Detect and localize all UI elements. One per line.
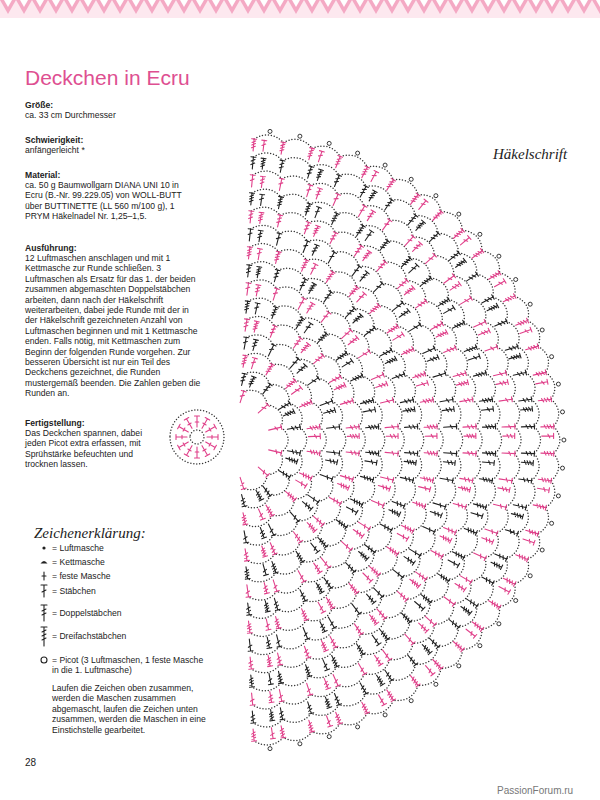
legend-text: = feste Masche [52, 571, 212, 581]
legend-text: = Dreifachstäbchen [52, 631, 212, 641]
section-body: ca. 33 cm Durchmesser [25, 110, 205, 120]
section-body: 12 Luftmaschen anschlagen und mit 1 Kett… [25, 253, 201, 399]
pink-stitches [176, 139, 554, 741]
treble-symbol [41, 605, 47, 621]
section-body: ca. 50 g Baumwollgarn DIANA UNI 10 in Ec… [25, 180, 193, 222]
section-heading: Fertigstellung: [25, 418, 155, 428]
legend-symbols [41, 546, 48, 663]
header-band [0, 0, 600, 18]
chain-loops [170, 135, 560, 745]
legend-text: = Picot (3 Luftmaschen, 1 feste Masche i… [52, 655, 212, 676]
section-heading: Material: [25, 170, 205, 180]
picot-symbol [41, 657, 47, 663]
double-treble-symbol [41, 627, 47, 646]
watermark: PassionForum.ru [497, 785, 573, 797]
chart-heading: Häkelschrift [493, 145, 567, 163]
picots [268, 129, 566, 750]
slip-stitch-symbol [41, 561, 48, 564]
section-body: anfängerleicht * [25, 145, 205, 155]
single-crochet-symbol [42, 572, 46, 580]
dark-stitches [241, 157, 535, 723]
section-heading: Ausführung: [25, 243, 205, 253]
chain-symbol [42, 546, 45, 549]
crochet-chart [170, 129, 566, 750]
legend-heading: Zeichenerklärung: [34, 524, 146, 542]
page-number: 28 [25, 757, 36, 769]
page-title: Deckchen in Ecru [25, 66, 190, 90]
legend-text: = Doppelstäbchen [52, 608, 212, 618]
legend-text: = Stäbchen [52, 586, 212, 596]
section-heading: Größe: [25, 100, 205, 110]
legend-note: Laufen die Zeichen oben zusammen, werden… [52, 683, 212, 735]
legend-text: = Kettmasche [52, 557, 212, 567]
section-body: Das Deckchen spannen, dabei jeden Picot … [25, 428, 155, 470]
legend-text: = Luftmasche [52, 543, 212, 553]
double-crochet-symbol [41, 585, 47, 597]
section-heading: Schwierigkeit: [25, 135, 205, 145]
